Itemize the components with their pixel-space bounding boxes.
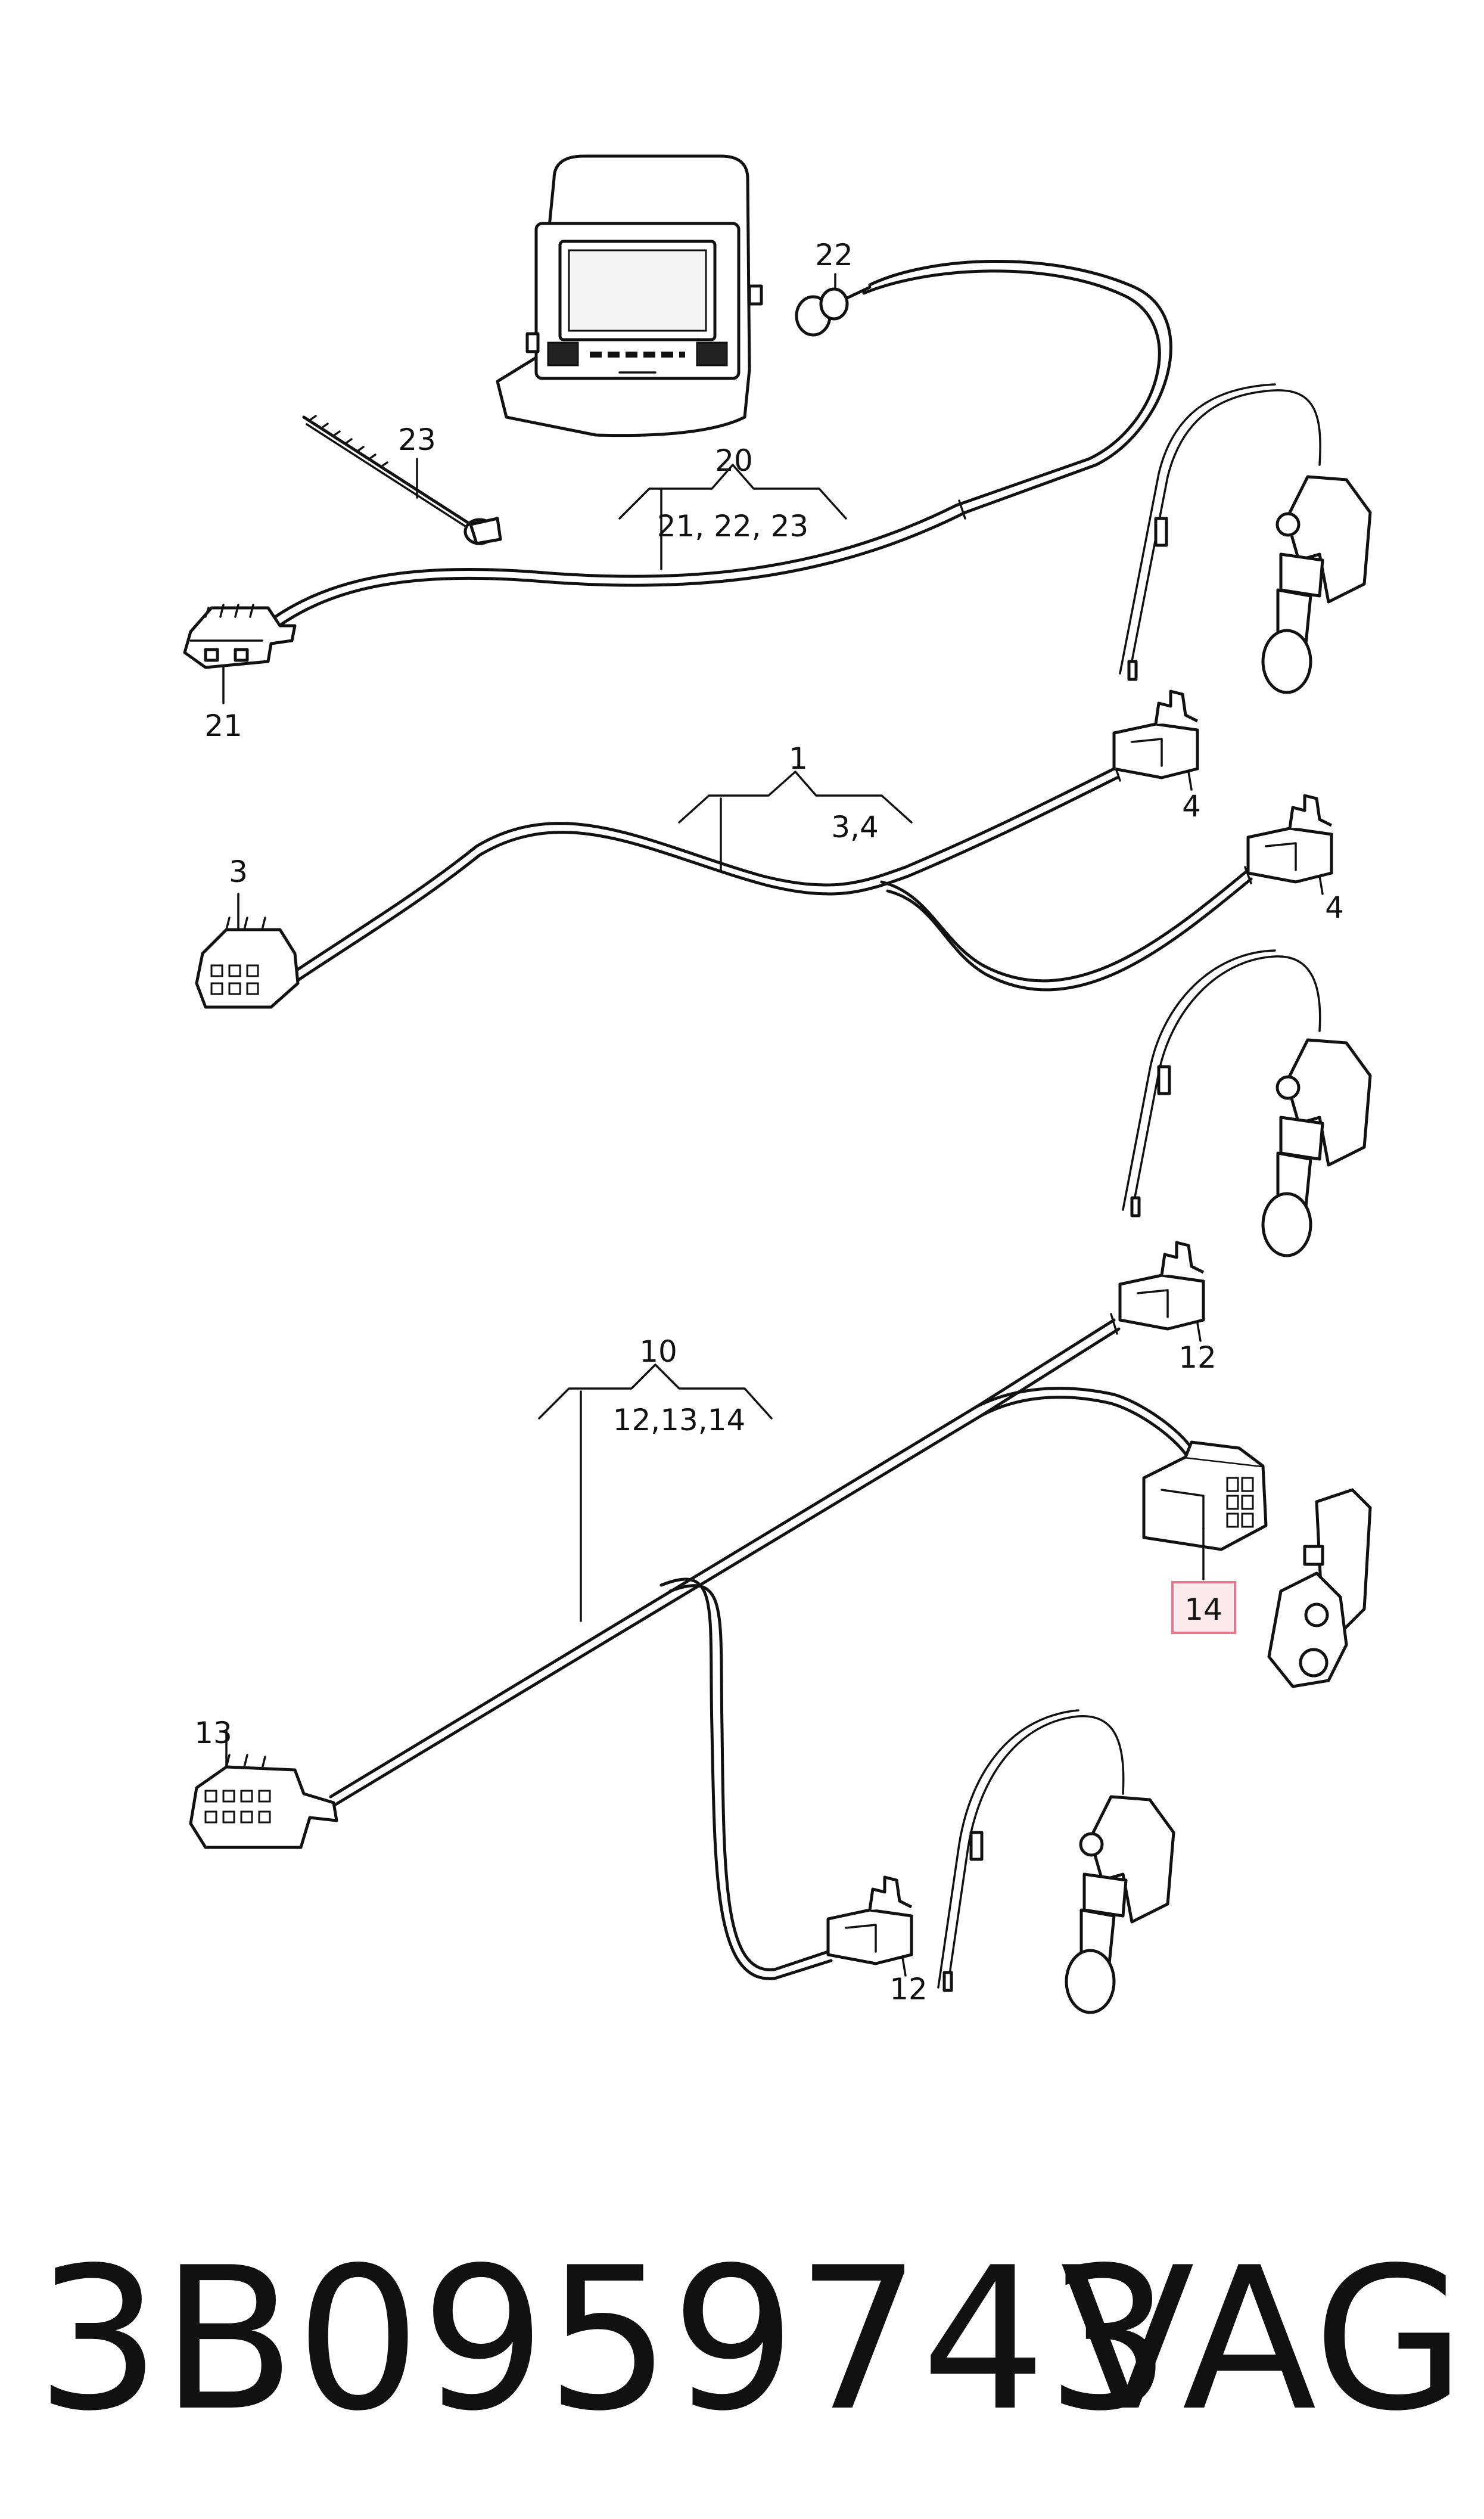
harness-20	[265, 260, 1172, 633]
callout-4b: 4	[1325, 890, 1344, 925]
callout-22: 22	[815, 238, 853, 272]
callout-4a: 4	[1182, 789, 1201, 824]
callout-14-highlight	[1171, 1581, 1236, 1634]
callout-20: 20	[715, 443, 753, 478]
harness-1	[293, 762, 1253, 992]
callout-10: 10	[639, 1334, 677, 1369]
callout-20-sub: 21, 22, 23	[657, 509, 808, 543]
connector-12a	[1118, 1241, 1205, 1342]
callout-1: 1	[789, 741, 808, 776]
grommet-22	[795, 273, 872, 337]
callout-12b: 12	[889, 1972, 928, 2006]
connector-21	[183, 604, 297, 704]
callout-3: 3	[229, 855, 248, 889]
harness-10	[329, 1313, 1193, 1980]
cable-tie-23	[302, 415, 502, 545]
brand-label: VAG	[1060, 2225, 1466, 2454]
callout-14: 14	[1184, 1592, 1222, 1627]
callout-12a: 12	[1178, 1340, 1217, 1375]
connector-13	[189, 1730, 338, 1849]
callout-1-sub: 3,4	[831, 810, 879, 844]
part-number: 3B0959743	[36, 2225, 1171, 2454]
connector-4a	[1112, 689, 1199, 791]
motor-unit	[1267, 1488, 1372, 1688]
connector-4b	[1246, 794, 1333, 895]
callout-10-sub: 12,13,14	[613, 1403, 746, 1437]
connector-14	[1142, 1440, 1268, 1580]
middle-cable-module	[1122, 949, 1372, 1257]
lower-cable-module	[937, 1709, 1175, 2014]
connector-3	[195, 893, 300, 1009]
callout-21: 21	[204, 709, 242, 743]
callout-13: 13	[194, 1716, 232, 1750]
callout-23: 23	[398, 423, 436, 457]
upper-cable-module	[1119, 383, 1372, 694]
connector-12b	[826, 1875, 913, 1977]
headrest-monitor	[496, 154, 763, 437]
